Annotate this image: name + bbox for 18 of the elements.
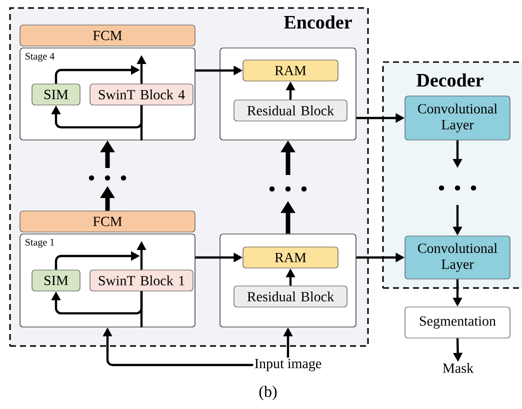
process-box: FCM bbox=[20, 210, 196, 232]
process-box: SwinT Block 4 bbox=[90, 84, 194, 106]
text-label: Input image bbox=[254, 358, 322, 372]
text-label: Mask bbox=[442, 363, 474, 373]
process-box: Residual Block bbox=[234, 286, 348, 308]
process-box: SIM bbox=[32, 84, 80, 106]
process-box: RAM bbox=[242, 246, 338, 268]
process-box: Residual Block bbox=[234, 100, 348, 122]
process-box: Segmentation bbox=[404, 306, 510, 338]
process-box: SwinT Block 1 bbox=[90, 270, 194, 292]
process-box: Convolutional Layer bbox=[404, 96, 510, 140]
caption: (b) bbox=[259, 386, 277, 400]
process-box: FCM bbox=[20, 24, 196, 46]
process-box: SIM bbox=[32, 270, 80, 292]
process-box: RAM bbox=[242, 60, 338, 82]
process-box: Convolutional Layer bbox=[404, 236, 510, 280]
arrow bbox=[51, 105, 143, 128]
arrow bbox=[51, 291, 143, 314]
